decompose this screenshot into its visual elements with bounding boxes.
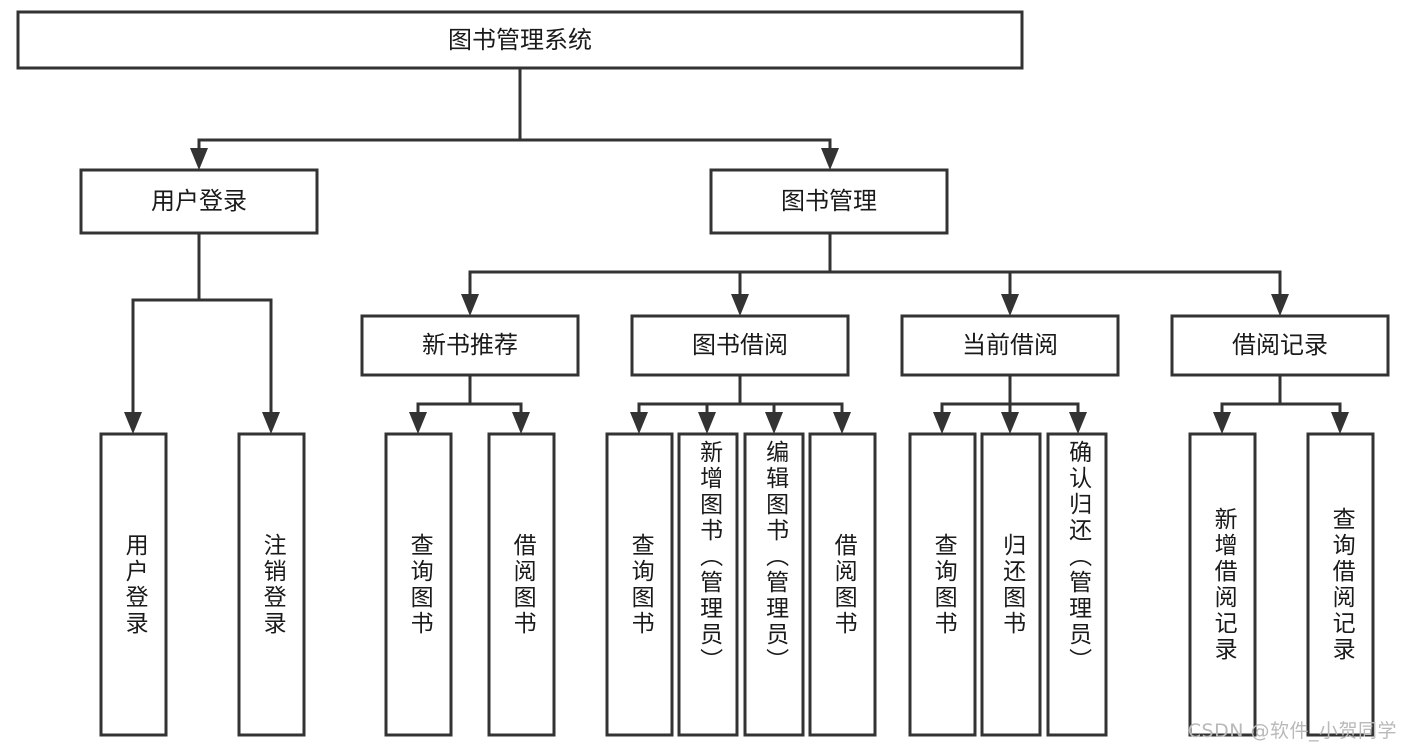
node-leaf-borrow-book-2-box[interactable] [808,432,877,737]
arrow-head-leaf-add-record [1213,412,1231,434]
node-root-box[interactable] [16,10,1024,70]
arrow-head-leaf-edit-book [765,412,783,434]
node-book-manage[interactable]: 图书管理 [709,168,949,235]
arrow-head-book-manage [821,148,839,170]
leaf-box-group [99,432,1375,737]
node-leaf-query-book-1-box[interactable] [384,432,453,737]
connector-group [124,66,1349,434]
watermark-text: CSDN @软件_小贺同学 [1187,720,1397,742]
node-leaf-borrow-book-1-box[interactable] [487,432,556,737]
node-leaf-query-book-3-box[interactable] [908,432,977,737]
node-book-manage-label: 图书管理 [781,187,877,215]
arrow-head-leaf-add-book [698,412,716,434]
arrow-head-leaf-borrow-book-2 [833,412,851,434]
node-leaf-add-book-box[interactable] [677,432,739,737]
arrow-head-leaf-user-login [124,412,142,434]
node-borrow-record-box[interactable] [1170,314,1390,377]
node-new-book-recommend-label: 新书推荐 [422,331,518,359]
arrow-head-borrow-record [1271,294,1289,316]
node-leaf-logout-login-box[interactable] [237,432,306,737]
node-current-borrow[interactable]: 当前借阅 [900,314,1120,377]
node-leaf-add-record-box[interactable] [1188,432,1257,737]
node-user-login-box[interactable] [79,168,319,235]
arrow-head-user-login [190,148,208,170]
arrow-head-leaf-query-record [1331,412,1349,434]
node-current-borrow-label: 当前借阅 [962,331,1058,359]
node-book-borrow-box[interactable] [630,314,850,377]
arrow-head-leaf-query-book-2 [630,412,648,434]
node-leaf-return-book-box[interactable] [980,432,1042,737]
node-user-login-label: 用户登录 [151,187,247,215]
node-leaf-confirm-return-box[interactable] [1046,432,1108,737]
node-borrow-record[interactable]: 借阅记录 [1170,314,1390,377]
node-leaf-query-book-2-box[interactable] [605,432,674,737]
node-book-borrow-label: 图书借阅 [692,331,788,359]
arrow-head-leaf-logout-login [262,412,280,434]
node-new-book-recommend[interactable]: 新书推荐 [360,314,580,377]
node-leaf-query-record-box[interactable] [1306,432,1375,737]
arrow-head-current-borrow [1001,294,1019,316]
arrow-head-new-book-recommend [461,294,479,316]
node-borrow-record-label: 借阅记录 [1232,331,1328,359]
arrow-head-leaf-confirm-return [1069,412,1087,434]
arrow-head-leaf-borrow-book-1 [512,412,530,434]
node-book-manage-box[interactable] [709,168,949,235]
node-root-label: 图书管理系统 [448,26,592,54]
arrow-head-leaf-query-book-1 [409,412,427,434]
arrow-head-leaf-return-book [1001,412,1019,434]
node-new-book-recommend-box[interactable] [360,314,580,377]
node-book-borrow[interactable]: 图书借阅 [630,314,850,377]
node-leaf-edit-book-box[interactable] [743,432,805,737]
node-root[interactable]: 图书管理系统 [16,10,1024,70]
node-current-borrow-box[interactable] [900,314,1120,377]
arrow-head-leaf-query-book-3 [933,412,951,434]
node-leaf-user-login-box[interactable] [99,432,168,737]
arrow-head-book-borrow [731,294,749,316]
node-user-login[interactable]: 用户登录 [79,168,319,235]
